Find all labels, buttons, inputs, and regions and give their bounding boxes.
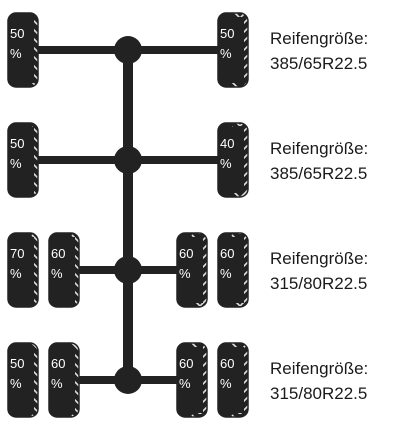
tire-pressure-unit: % [10, 376, 22, 391]
tire-size-label: Reifengröße: 315/80R22.5 [270, 246, 368, 296]
tire-pressure-value: 50 [220, 26, 234, 41]
tire-pressure-unit: % [220, 376, 232, 391]
tire-icon[interactable]: 60% [217, 342, 249, 418]
tire-pressure-value: 50 [10, 26, 24, 41]
tire-pressure-value: 60 [220, 246, 234, 261]
tire-icon[interactable]: 50% [7, 122, 39, 198]
axle-hub-icon [114, 146, 142, 174]
tire-pressure-value: 50 [10, 356, 24, 371]
tire-pressure-value: 60 [51, 356, 65, 371]
tire-pressure-value: 60 [51, 246, 65, 261]
tire-icon[interactable]: 40% [217, 122, 249, 198]
tire-pressure-unit: % [10, 266, 22, 281]
tire-pressure-unit: % [51, 376, 63, 391]
tire-icon[interactable]: 60% [176, 232, 208, 308]
chassis-spine [123, 50, 133, 385]
tire-icon[interactable]: 50% [7, 342, 39, 418]
axle-diagram: 50%50%50%40%70%60%60%60%50%60%60%60% [7, 12, 249, 418]
tire-size-caption: Reifengröße: [270, 249, 369, 268]
tire-pressure-value: 60 [179, 246, 193, 261]
tire-size-value: 385/65R22.5 [270, 164, 368, 183]
tire-size-caption: Reifengröße: [270, 29, 369, 48]
tire-pressure-value: 60 [179, 356, 193, 371]
tire-pressure-unit: % [220, 156, 232, 171]
tire-size-caption: Reifengröße: [270, 139, 369, 158]
chassis-frame [36, 36, 222, 394]
tire-pressure-unit: % [10, 156, 22, 171]
tire-layer: 50%50%50%40%70%60%60%60%50%60%60%60% [7, 12, 249, 418]
tire-pressure-unit: % [179, 266, 191, 281]
tire-icon[interactable]: 60% [217, 232, 249, 308]
axle-hub-icon [114, 366, 142, 394]
tire-pressure-value: 50 [10, 136, 24, 151]
tire-size-label: Reifengröße: 385/65R22.5 [270, 136, 368, 186]
tire-pressure-value: 40 [220, 136, 234, 151]
tire-icon[interactable]: 60% [48, 342, 80, 418]
tire-pressure-unit: % [179, 376, 191, 391]
tire-size-label: Reifengröße: 315/80R22.5 [270, 356, 368, 406]
tire-pressure-unit: % [220, 266, 232, 281]
tire-pressure-value: 60 [220, 356, 234, 371]
tire-icon[interactable]: 60% [48, 232, 80, 308]
tire-size-label: Reifengröße: 385/65R22.5 [270, 26, 368, 76]
axle-hub-icon [114, 256, 142, 284]
tire-icon[interactable]: 60% [176, 342, 208, 418]
tire-size-caption: Reifengröße: [270, 359, 369, 378]
tire-size-value: 315/80R22.5 [270, 274, 368, 293]
tire-icon[interactable]: 70% [7, 232, 39, 308]
tire-pressure-value: 70 [10, 246, 24, 261]
tire-pressure-unit: % [10, 46, 22, 61]
tire-pressure-unit: % [51, 266, 63, 281]
tire-icon[interactable]: 50% [7, 12, 39, 88]
tire-size-value: 315/80R22.5 [270, 384, 368, 403]
axle-hub-icon [114, 36, 142, 64]
tire-icon[interactable]: 50% [217, 12, 249, 88]
tire-pressure-unit: % [220, 46, 232, 61]
tire-size-value: 385/65R22.5 [270, 54, 368, 73]
